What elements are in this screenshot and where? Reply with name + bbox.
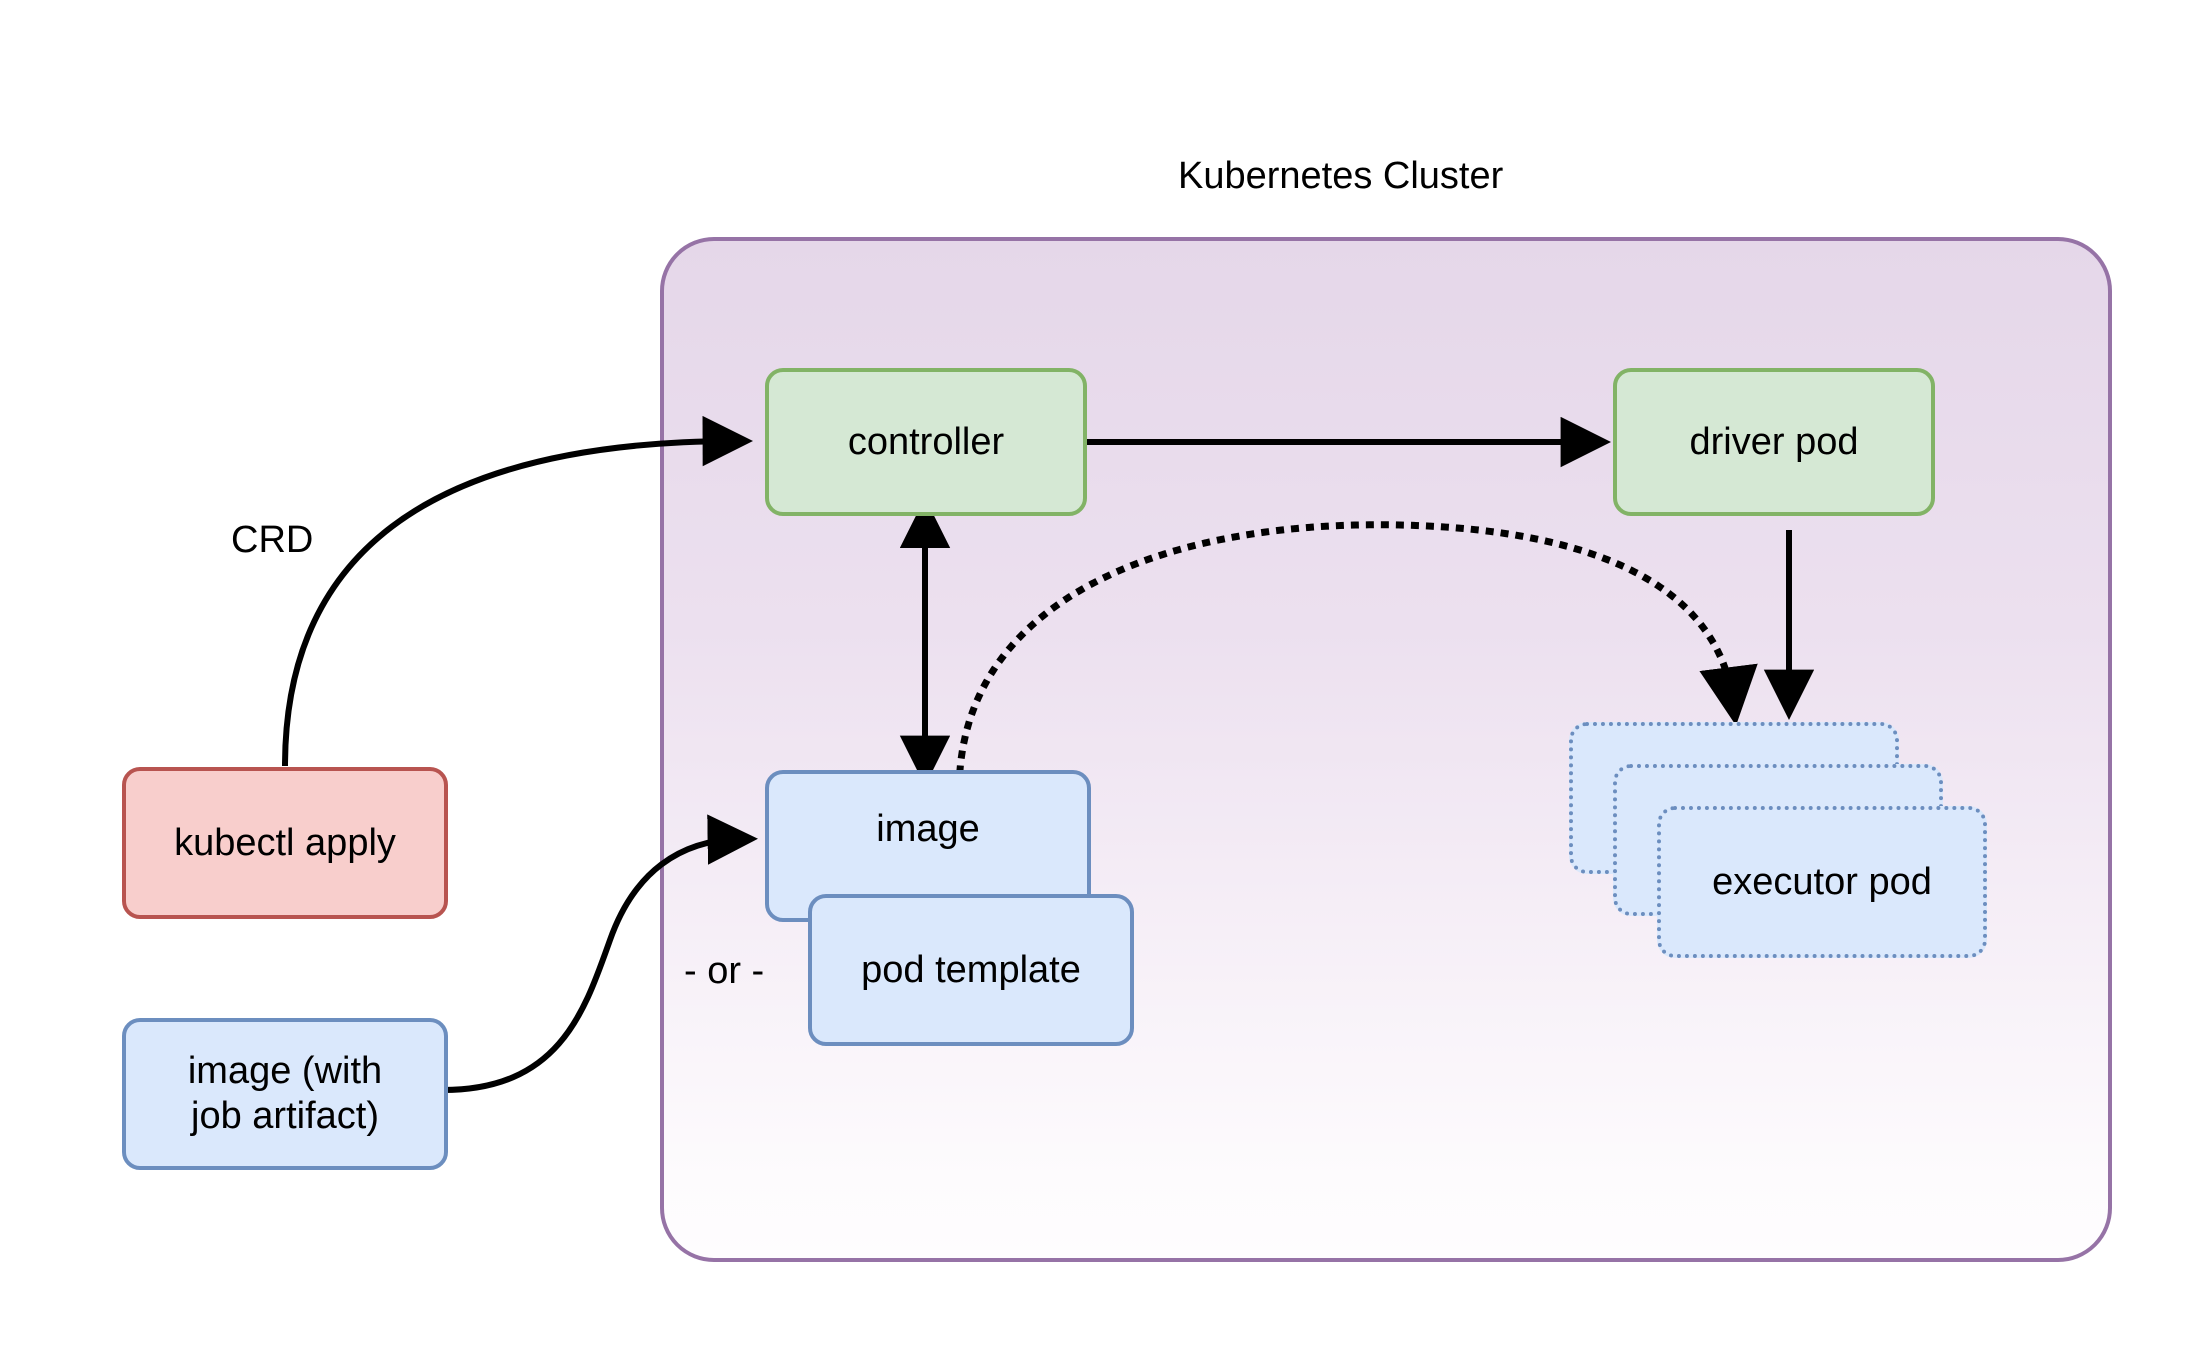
node-image-with-job-artifact-line2: job artifact) [191, 1095, 379, 1137]
node-executor-pod-front-label: executor pod [1712, 860, 1932, 903]
node-pod-template-label: pod template [861, 948, 1081, 991]
node-controller-label: controller [847, 420, 1005, 463]
node-controller[interactable]: controller [765, 368, 1087, 516]
node-driver-pod-label: driver pod [1689, 420, 1859, 463]
node-image-with-job-artifact-line1: image (with [187, 1050, 383, 1093]
node-image-label: image [876, 807, 980, 850]
cluster-title: Kubernetes Cluster [1178, 155, 1504, 197]
node-executor-pod-front[interactable]: executor pod [1657, 806, 1987, 958]
node-image-with-job-artifact[interactable]: image (with job artifact) [122, 1018, 448, 1170]
node-kubectl-apply[interactable]: kubectl apply [122, 767, 448, 919]
or-separator-label: - or - [684, 950, 765, 992]
node-pod-template[interactable]: pod template [808, 894, 1134, 1046]
node-driver-pod[interactable]: driver pod [1613, 368, 1935, 516]
crd-edge-label: CRD [231, 519, 314, 561]
node-kubectl-apply-label: kubectl apply [174, 821, 396, 864]
